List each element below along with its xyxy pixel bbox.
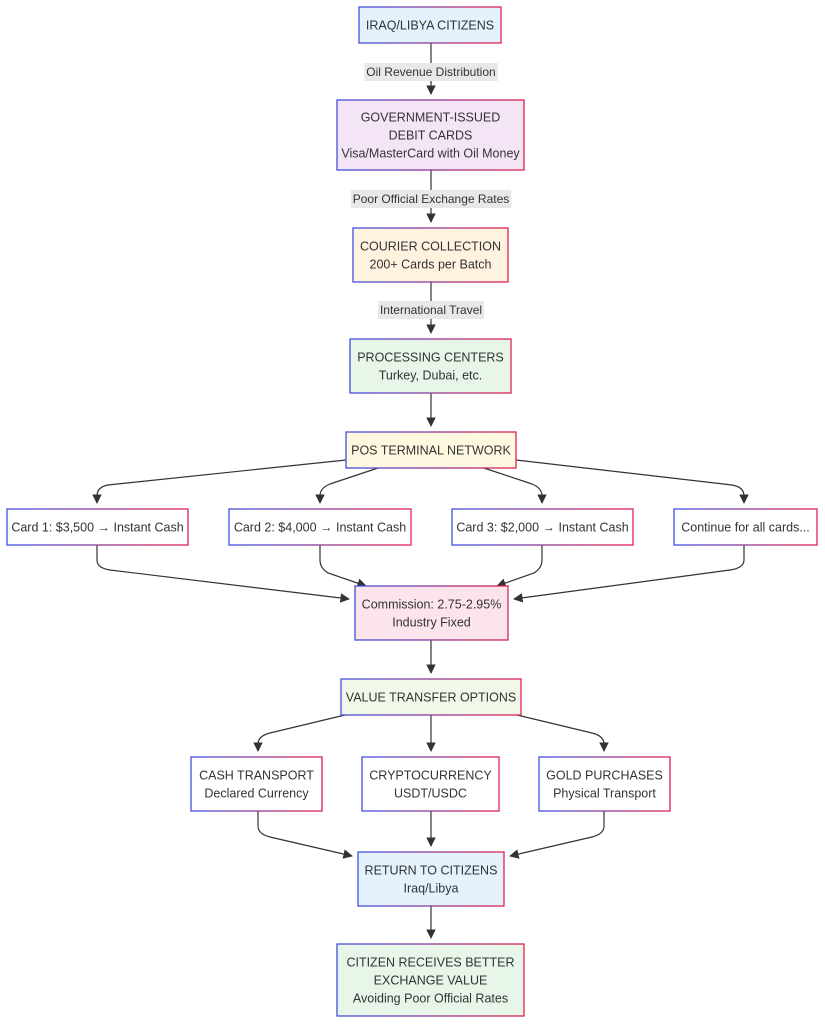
edge-value-transfer-to-gold [516, 714, 609, 752]
node-cash-transport-box [190, 756, 323, 812]
edge-label-oil-revenue-bg [364, 63, 498, 81]
node-pos-line-1: POS TERMINAL NETWORK [351, 444, 511, 458]
node-card1-line-1: Card 1: $3,500 → Instant Cash [11, 521, 183, 535]
node-better-value-line-1: CITIZEN RECEIVES BETTER [346, 956, 514, 970]
edge-cash-to-return [257, 811, 353, 859]
node-card1-box [6, 508, 189, 546]
node-card3-box [451, 508, 634, 546]
node-courier-line-2: 200+ Cards per Batch [370, 258, 492, 272]
node-return: RETURN TO CITIZENS Iraq/Libya [357, 851, 505, 907]
node-pos: POS TERMINAL NETWORK [345, 431, 517, 469]
edge-label-oil-revenue: Oil Revenue Distribution [364, 63, 498, 81]
node-gold: GOLD PURCHASES Physical Transport [538, 756, 671, 812]
node-commission-line-2: Industry Fixed [392, 616, 471, 630]
edge-label-poor-rates-text: Poor Official Exchange Rates [353, 192, 510, 206]
edge-value-transfer-to-cash [253, 714, 346, 752]
node-return-box [357, 851, 505, 907]
node-cash-transport: CASH TRANSPORT Declared Currency [190, 756, 323, 812]
edge-label-international-travel-text: International Travel [380, 303, 482, 317]
node-debit-cards-line-1: GOVERNMENT-ISSUED [361, 111, 501, 125]
node-debit-cards-line-2: DEBIT CARDS [389, 129, 473, 143]
node-processing-line-2: Turkey, Dubai, etc. [379, 369, 483, 383]
node-commission-box [354, 585, 509, 641]
node-commission: Commission: 2.75-2.95% Industry Fixed [354, 585, 509, 641]
node-crypto-box [361, 756, 500, 812]
nodes-layer: IRAQ/LIBYA CITIZENS GOVERNMENT-ISSUED DEBI… [6, 6, 818, 1017]
node-gold-line-2: Physical Transport [553, 787, 656, 801]
node-card2-line-1: Card 2: $4,000 → Instant Cash [234, 521, 406, 535]
node-card-more-box [673, 508, 818, 546]
edge-pos-to-card3 [483, 467, 547, 504]
node-card1: Card 1: $3,500 → Instant Cash [6, 508, 189, 546]
node-debit-cards-line-3: Visa/MasterCard with Oil Money [341, 147, 520, 161]
node-cash-transport-line-2: Declared Currency [204, 787, 309, 801]
node-better-value-line-2: EXCHANGE VALUE [374, 974, 488, 988]
node-better-value-line-3: Avoiding Poor Official Rates [353, 992, 508, 1006]
node-return-line-2: Iraq/Libya [404, 882, 459, 896]
edge-label-international-travel: International Travel [377, 301, 485, 319]
node-pos-box [345, 431, 517, 469]
node-debit-cards-box [336, 99, 525, 171]
node-courier-line-1: COURIER COLLECTION [360, 240, 501, 254]
node-citizens-line-1: IRAQ/LIBYA CITIZENS [366, 19, 494, 33]
node-processing-box [349, 338, 512, 394]
node-commission-line-1: Commission: 2.75-2.95% [362, 598, 502, 612]
node-card2-box [228, 508, 412, 546]
node-value-transfer-box [340, 678, 522, 716]
edge-pos-to-card-more [515, 459, 749, 504]
node-courier: COURIER COLLECTION 200+ Cards per Batch [352, 227, 509, 283]
node-card-more-line-1: Continue for all cards... [681, 521, 810, 535]
node-crypto-line-1: CRYPTOCURRENCY [369, 769, 492, 783]
node-gold-line-1: GOLD PURCHASES [546, 769, 663, 783]
edge-label-international-travel-bg [377, 301, 485, 319]
edges-layer [92, 43, 749, 939]
node-citizens-box [358, 6, 502, 44]
node-processing: PROCESSING CENTERS Turkey, Dubai, etc. [349, 338, 512, 394]
node-gold-box [538, 756, 671, 812]
edge-label-poor-rates-bg [350, 190, 512, 208]
edge-pos-to-card2 [315, 467, 379, 504]
node-value-transfer-line-1: VALUE TRANSFER OPTIONS [346, 691, 516, 705]
node-card2: Card 2: $4,000 → Instant Cash [228, 508, 412, 546]
node-crypto-line-2: USDT/USDC [394, 787, 467, 801]
edge-pos-to-card1 [92, 459, 347, 504]
edge-label-poor-rates: Poor Official Exchange Rates [350, 190, 512, 208]
edge-card2-to-commission [319, 545, 367, 588]
node-citizens: IRAQ/LIBYA CITIZENS [358, 6, 502, 44]
node-better-value: CITIZEN RECEIVES BETTER EXCHANGE VALUE Avo… [336, 943, 525, 1017]
node-card3: Card 3: $2,000 → Instant Cash [451, 508, 634, 546]
edge-card1-to-commission [96, 545, 350, 603]
edge-label-oil-revenue-text: Oil Revenue Distribution [366, 65, 495, 79]
node-cash-transport-line-1: CASH TRANSPORT [199, 769, 314, 783]
edge-gold-to-return [509, 811, 605, 859]
node-card-more: Continue for all cards... [673, 508, 818, 546]
edge-card3-to-commission [496, 545, 543, 588]
node-crypto: CRYPTOCURRENCY USDT/USDC [361, 756, 500, 812]
node-courier-box [352, 227, 509, 283]
node-value-transfer: VALUE TRANSFER OPTIONS [340, 678, 522, 716]
edge-card-more-to-commission [513, 545, 745, 603]
node-processing-line-1: PROCESSING CENTERS [357, 351, 504, 365]
node-card3-line-1: Card 3: $2,000 → Instant Cash [456, 521, 628, 535]
node-better-value-box [336, 943, 525, 1017]
node-return-line-1: RETURN TO CITIZENS [365, 864, 498, 878]
node-debit-cards: GOVERNMENT-ISSUED DEBIT CARDS Visa/MasterC… [336, 99, 525, 171]
